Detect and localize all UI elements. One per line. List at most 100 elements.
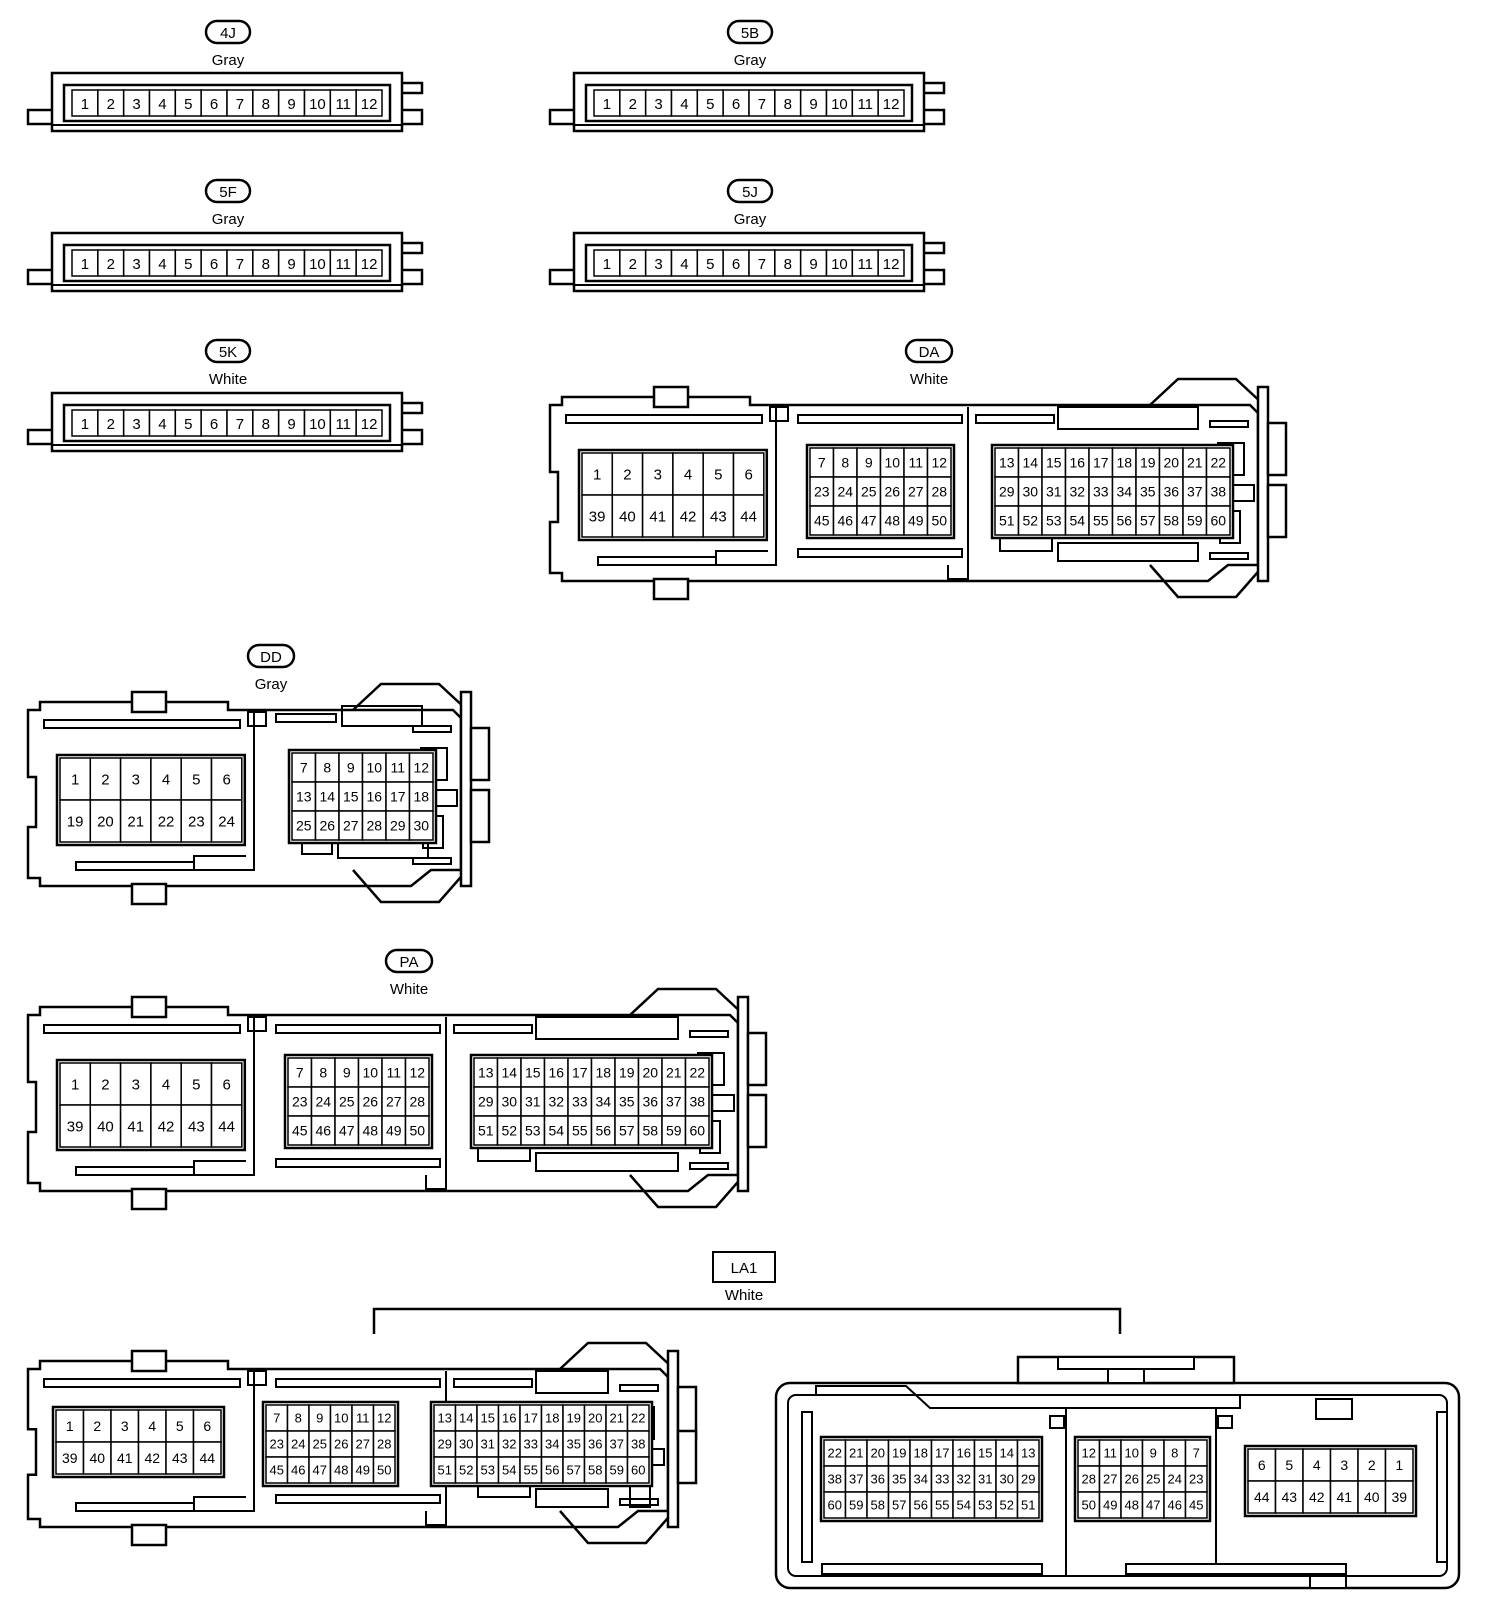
pin-number: 44: [740, 508, 757, 525]
connector-housing: [26, 1341, 698, 1547]
housing-side-rail: [666, 1349, 680, 1529]
pin-number: 17: [390, 789, 406, 805]
housing-slot: [689, 1030, 729, 1038]
connector-color: White: [910, 371, 948, 388]
pin-cell: [696, 249, 724, 277]
pin-number: 47: [1146, 1498, 1160, 1513]
housing-latch-bottom: [130, 882, 168, 906]
pin-number: 17: [935, 1446, 949, 1461]
pin-number: 5: [176, 1418, 184, 1434]
pin-number: 29: [999, 484, 1015, 500]
pin-number: 25: [313, 1437, 327, 1452]
housing-tab-left: [26, 108, 56, 126]
pin-number: 48: [362, 1123, 378, 1139]
housing-slot: [453, 1378, 533, 1388]
pin-number: 40: [619, 508, 636, 525]
pin-number: 48: [334, 1463, 348, 1478]
pin-number: 3: [132, 96, 140, 113]
pin-number: 49: [1103, 1498, 1117, 1513]
pin-number: 30: [459, 1437, 473, 1452]
pin-cell: [150, 1062, 182, 1106]
pin-number: 11: [386, 1065, 401, 1081]
housing-tab-right: [398, 428, 424, 446]
pin-number: 46: [1168, 1498, 1182, 1513]
pin-number: 46: [315, 1123, 331, 1139]
pin-cell: [355, 249, 383, 277]
pin-number: 41: [127, 1118, 144, 1135]
housing-divider: [193, 1371, 255, 1512]
pin-number: 41: [649, 508, 666, 525]
pin-number: 34: [914, 1472, 928, 1487]
pin-number: 6: [222, 1076, 230, 1093]
pin-cell: [626, 1456, 650, 1484]
pin-number: 9: [287, 256, 295, 273]
pin-number: 57: [892, 1498, 906, 1513]
housing-slot: [75, 861, 195, 871]
pin-number: 39: [67, 1118, 84, 1135]
pin-number: 8: [262, 96, 270, 113]
housing-divider: [193, 1017, 255, 1176]
pin-number: 19: [892, 1446, 906, 1461]
pin-cell: [1384, 1480, 1414, 1514]
pin-cell: [593, 89, 621, 117]
pin-cell: [1184, 1491, 1208, 1519]
pin-number: 7: [300, 760, 308, 776]
pin-number: 60: [631, 1463, 645, 1478]
pin-number: 1: [603, 96, 611, 113]
pin-number: 52: [459, 1463, 473, 1478]
pin-number: 54: [548, 1123, 564, 1139]
pin-number: 7: [236, 256, 244, 273]
pin-cell: [110, 1441, 140, 1475]
pin-number: 6: [744, 466, 752, 483]
pin-number: 59: [849, 1498, 863, 1513]
housing-latch-arc: [352, 682, 468, 711]
pin-number: 58: [871, 1498, 885, 1513]
housing-side-clip: [676, 1429, 698, 1485]
pin-number: 3: [654, 96, 662, 113]
pin-cell: [192, 1409, 222, 1443]
pin-number: 15: [481, 1411, 495, 1426]
pin-number: 20: [871, 1446, 885, 1461]
housing-side-clip: [1266, 421, 1288, 477]
pin-number: 21: [610, 1411, 624, 1426]
pin-number: 42: [680, 508, 697, 525]
pin-number: 59: [1187, 513, 1203, 529]
pin-number: 8: [784, 256, 792, 273]
connector-id: 5F: [219, 184, 237, 201]
connector-id: 5J: [742, 184, 758, 201]
pin-number: 55: [572, 1123, 588, 1139]
pin-number: 5: [192, 1076, 200, 1093]
pin-number: 44: [199, 1450, 215, 1466]
pin-number: 17: [524, 1411, 538, 1426]
housing-divider: [715, 407, 777, 566]
pin-number: 50: [409, 1123, 425, 1139]
pin-cell: [851, 249, 879, 277]
housing-latch-top: [130, 995, 168, 1019]
pin-cell: [581, 452, 614, 496]
pin-cell: [97, 249, 125, 277]
pin-number: 14: [319, 789, 335, 805]
housing-slot: [619, 1498, 659, 1506]
housing-slot: [689, 1162, 729, 1170]
pin-number: 26: [362, 1094, 378, 1110]
pin-number: 53: [978, 1498, 992, 1513]
pin-number: 55: [524, 1463, 538, 1478]
housing-side-rail: [459, 690, 473, 888]
pin-number: 40: [1364, 1489, 1380, 1505]
pin-number: 54: [957, 1498, 971, 1513]
pin-number: 28: [1082, 1472, 1096, 1487]
housing-latch-arc: [629, 1174, 745, 1209]
pin-number: 53: [1046, 513, 1062, 529]
housing-latch-top: [130, 690, 168, 714]
pin-number: 23: [1189, 1472, 1203, 1487]
pin-cell: [1329, 1480, 1359, 1514]
connector-id-badge: [384, 948, 434, 974]
pin-number: 15: [1046, 455, 1062, 471]
pin-number: 53: [481, 1463, 495, 1478]
pin-number: 18: [413, 789, 429, 805]
pin-cell: [619, 89, 647, 117]
